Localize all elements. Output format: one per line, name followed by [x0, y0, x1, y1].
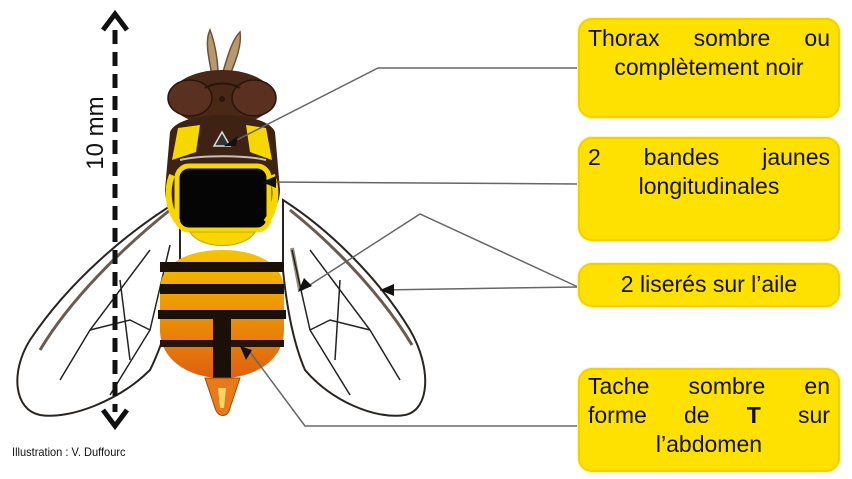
label-tache-line2-t: T: [747, 401, 761, 430]
label-thorax-line1: Thorax sombre ou: [588, 24, 830, 53]
label-tache-line2-a: forme: [588, 401, 647, 430]
left-wing: [17, 200, 180, 416]
scutellum: [190, 232, 255, 246]
label-tache-line3: l’abdomen: [588, 430, 830, 459]
thorax: [165, 115, 280, 232]
label-liseres-text: 2 liserés sur l’aile: [621, 271, 797, 297]
illustration-credit: Illustration : V. Duffourc: [12, 445, 126, 459]
label-tache-line2-b: de: [684, 401, 710, 430]
right-wing: [283, 200, 425, 416]
label-thorax: Thorax sombre ou complètement noir: [578, 18, 840, 118]
label-thorax-line2: complètement noir: [588, 53, 830, 82]
label-tache: Tache sombre en forme de T sur l’abdomen: [578, 368, 840, 472]
label-tache-line1: Tache sombre en: [588, 372, 830, 401]
antennae: [207, 30, 240, 75]
label-bandes-line1: 2 bandes jaunes: [588, 143, 830, 172]
label-liseres: 2 liserés sur l’aile: [578, 263, 840, 307]
label-tache-line2-c: sur: [798, 401, 830, 430]
scale-label: 10 mm: [82, 93, 112, 173]
label-bandes: 2 bandes jaunes longitudinales: [578, 137, 840, 241]
label-bandes-line2: longitudinales: [588, 172, 830, 201]
label-tache-line2: forme de T sur: [588, 401, 830, 430]
abdomen: [158, 250, 286, 416]
